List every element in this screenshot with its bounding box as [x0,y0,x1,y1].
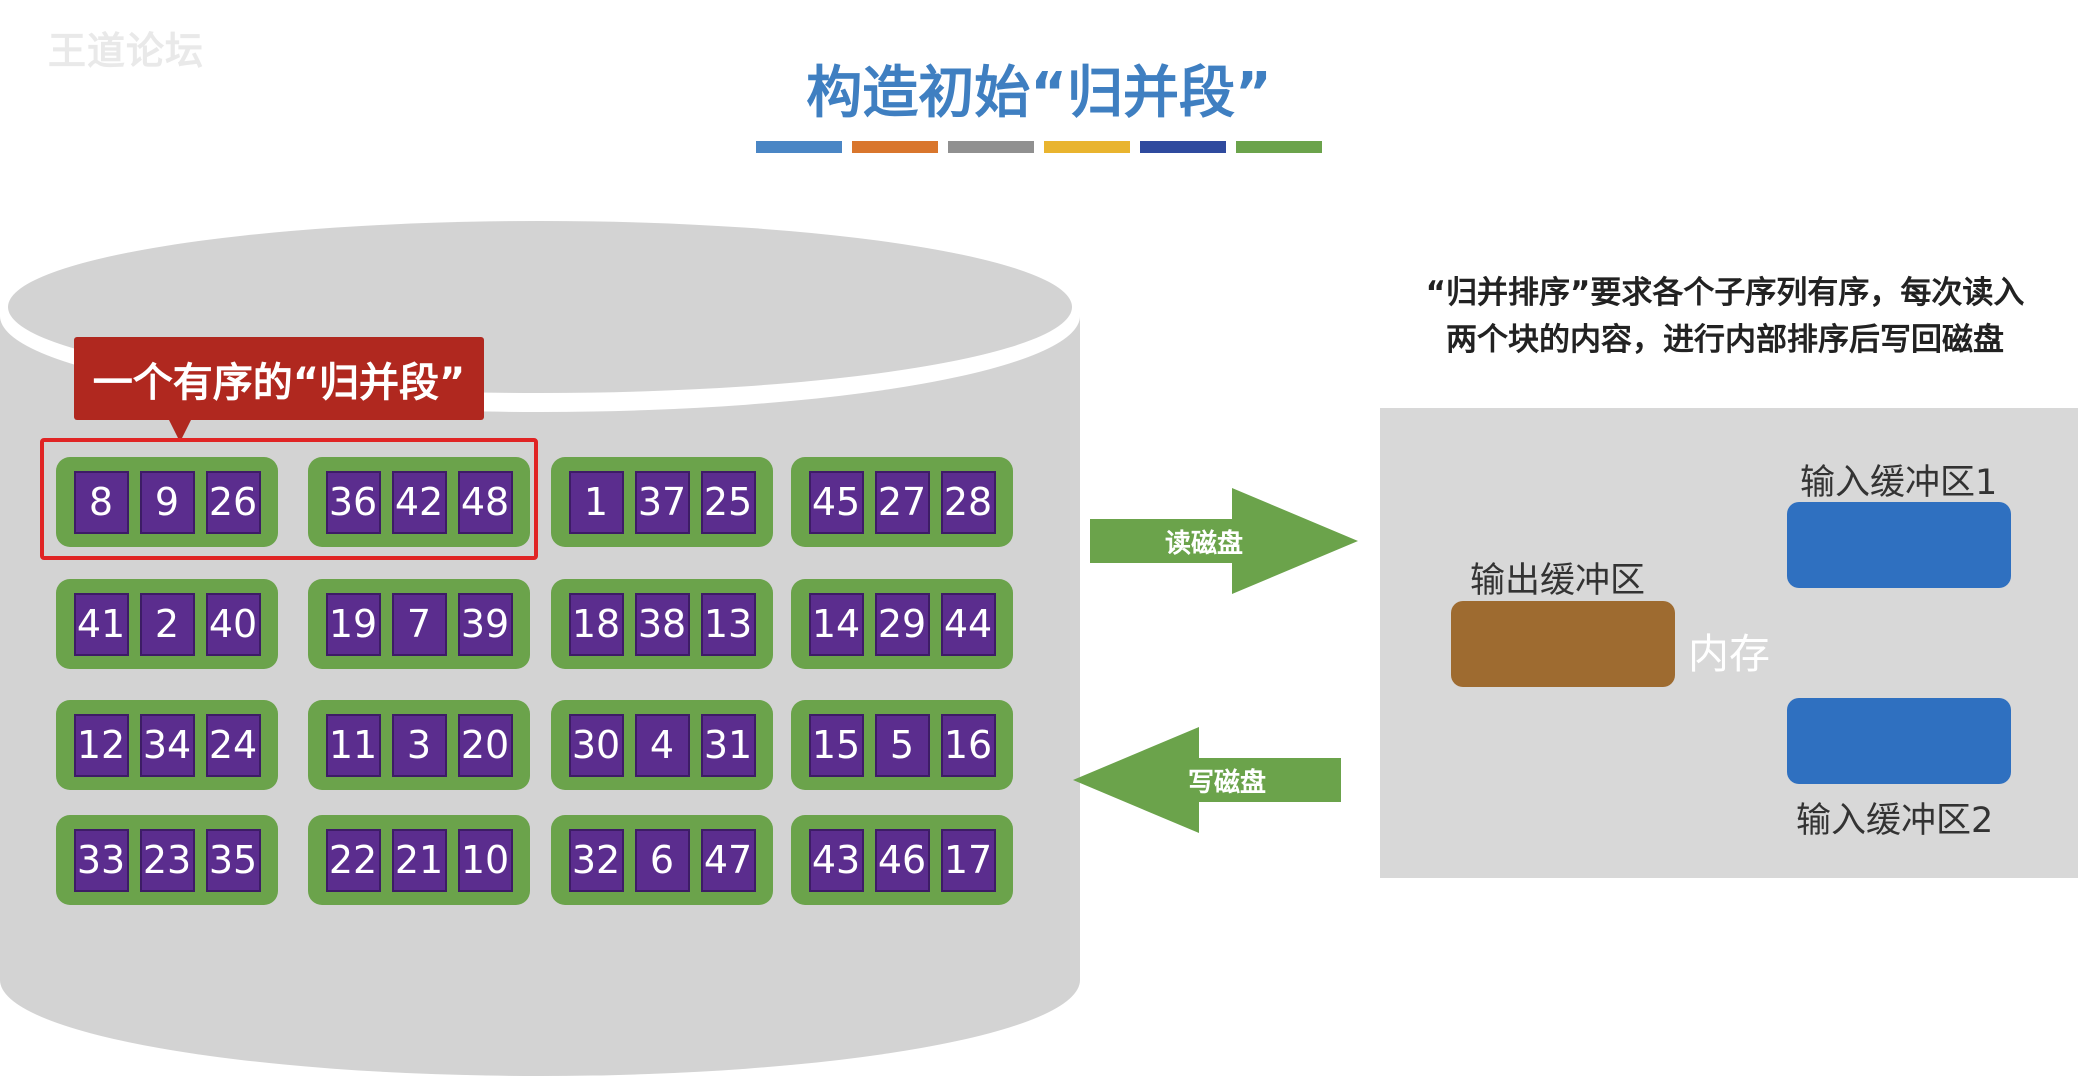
record-cell: 21 [391,828,447,892]
record-cell: 45 [808,470,864,534]
color-bar-segment [1236,141,1322,153]
record-cell: 39 [457,592,513,656]
record-cell: 12 [73,713,129,777]
input-buffer-1-label: 输入缓冲区1 [1800,463,1998,503]
record-cell: 8 [73,470,129,534]
memory-label: 内存 [1688,630,1770,678]
watermark: 王道论坛 [48,29,205,73]
record-cell: 15 [808,713,864,777]
record-cell: 37 [634,470,690,534]
record-cell: 42 [391,470,447,534]
output-buffer-label: 输出缓冲区 [1470,561,1646,601]
record-cell: 17 [940,828,996,892]
record-cell: 33 [73,828,129,892]
record-cell: 36 [325,470,381,534]
record-cell: 43 [808,828,864,892]
read-arrow-label: 读磁盘 [1165,528,1243,559]
note-line-1: “归并排序”要求各个子序列有序，每次读入 [1425,275,2025,311]
color-bar-segment [948,141,1034,153]
input-buffer-2 [1787,698,2011,784]
record-cell: 40 [205,592,261,656]
read-arrow-shape [1090,488,1358,594]
input-buffer-2-label: 输入缓冲区2 [1796,801,1994,841]
record-cell: 9 [139,470,195,534]
record-cell: 27 [874,470,930,534]
record-cell: 28 [940,470,996,534]
record-cell: 16 [940,713,996,777]
page-title: 构造初始“归并段” [806,61,1272,126]
record-cell: 6 [634,828,690,892]
input-buffer-1 [1787,502,2011,588]
record-cell: 32 [568,828,624,892]
run-tag: 一个有序的“归并段” [74,337,484,420]
record-cell: 22 [325,828,381,892]
record-cell: 3 [391,713,447,777]
record-cell: 14 [808,592,864,656]
record-cell: 25 [700,470,756,534]
record-cell: 23 [139,828,195,892]
record-cell: 46 [874,828,930,892]
write-arrow-shape [1073,727,1341,833]
note-line-2: 两个块的内容，进行内部排序后写回磁盘 [1446,322,2004,358]
color-bar-segment [1044,141,1130,153]
record-cell: 44 [940,592,996,656]
record-cell: 41 [73,592,129,656]
record-cell: 13 [700,592,756,656]
output-buffer [1451,601,1675,687]
record-cell: 24 [205,713,261,777]
record-cell: 31 [700,713,756,777]
color-bar-segment [756,141,842,153]
record-cell: 5 [874,713,930,777]
record-cell: 26 [205,470,261,534]
record-cell: 47 [700,828,756,892]
write-arrow: 写磁盘 [1073,727,1341,833]
disk-body [0,316,1080,1076]
record-cell: 18 [568,592,624,656]
record-cell: 38 [634,592,690,656]
record-cell: 48 [457,470,513,534]
record-cell: 7 [391,592,447,656]
side-note: “归并排序”要求各个子序列有序，每次读入 两个块的内容，进行内部排序后写回磁盘 [1405,270,2045,364]
color-bar [756,141,1322,153]
record-cell: 4 [634,713,690,777]
write-arrow-label: 写磁盘 [1188,767,1266,798]
record-cell: 29 [874,592,930,656]
record-cell: 30 [568,713,624,777]
record-cell: 20 [457,713,513,777]
record-cell: 19 [325,592,381,656]
read-arrow: 读磁盘 [1090,488,1358,594]
color-bar-segment [1140,141,1226,153]
color-bar-segment [852,141,938,153]
record-cell: 1 [568,470,624,534]
highlight-mark [40,438,538,560]
record-cell: 10 [457,828,513,892]
record-cell: 2 [139,592,195,656]
record-cell: 11 [325,713,381,777]
record-cell: 35 [205,828,261,892]
record-cell: 34 [139,713,195,777]
